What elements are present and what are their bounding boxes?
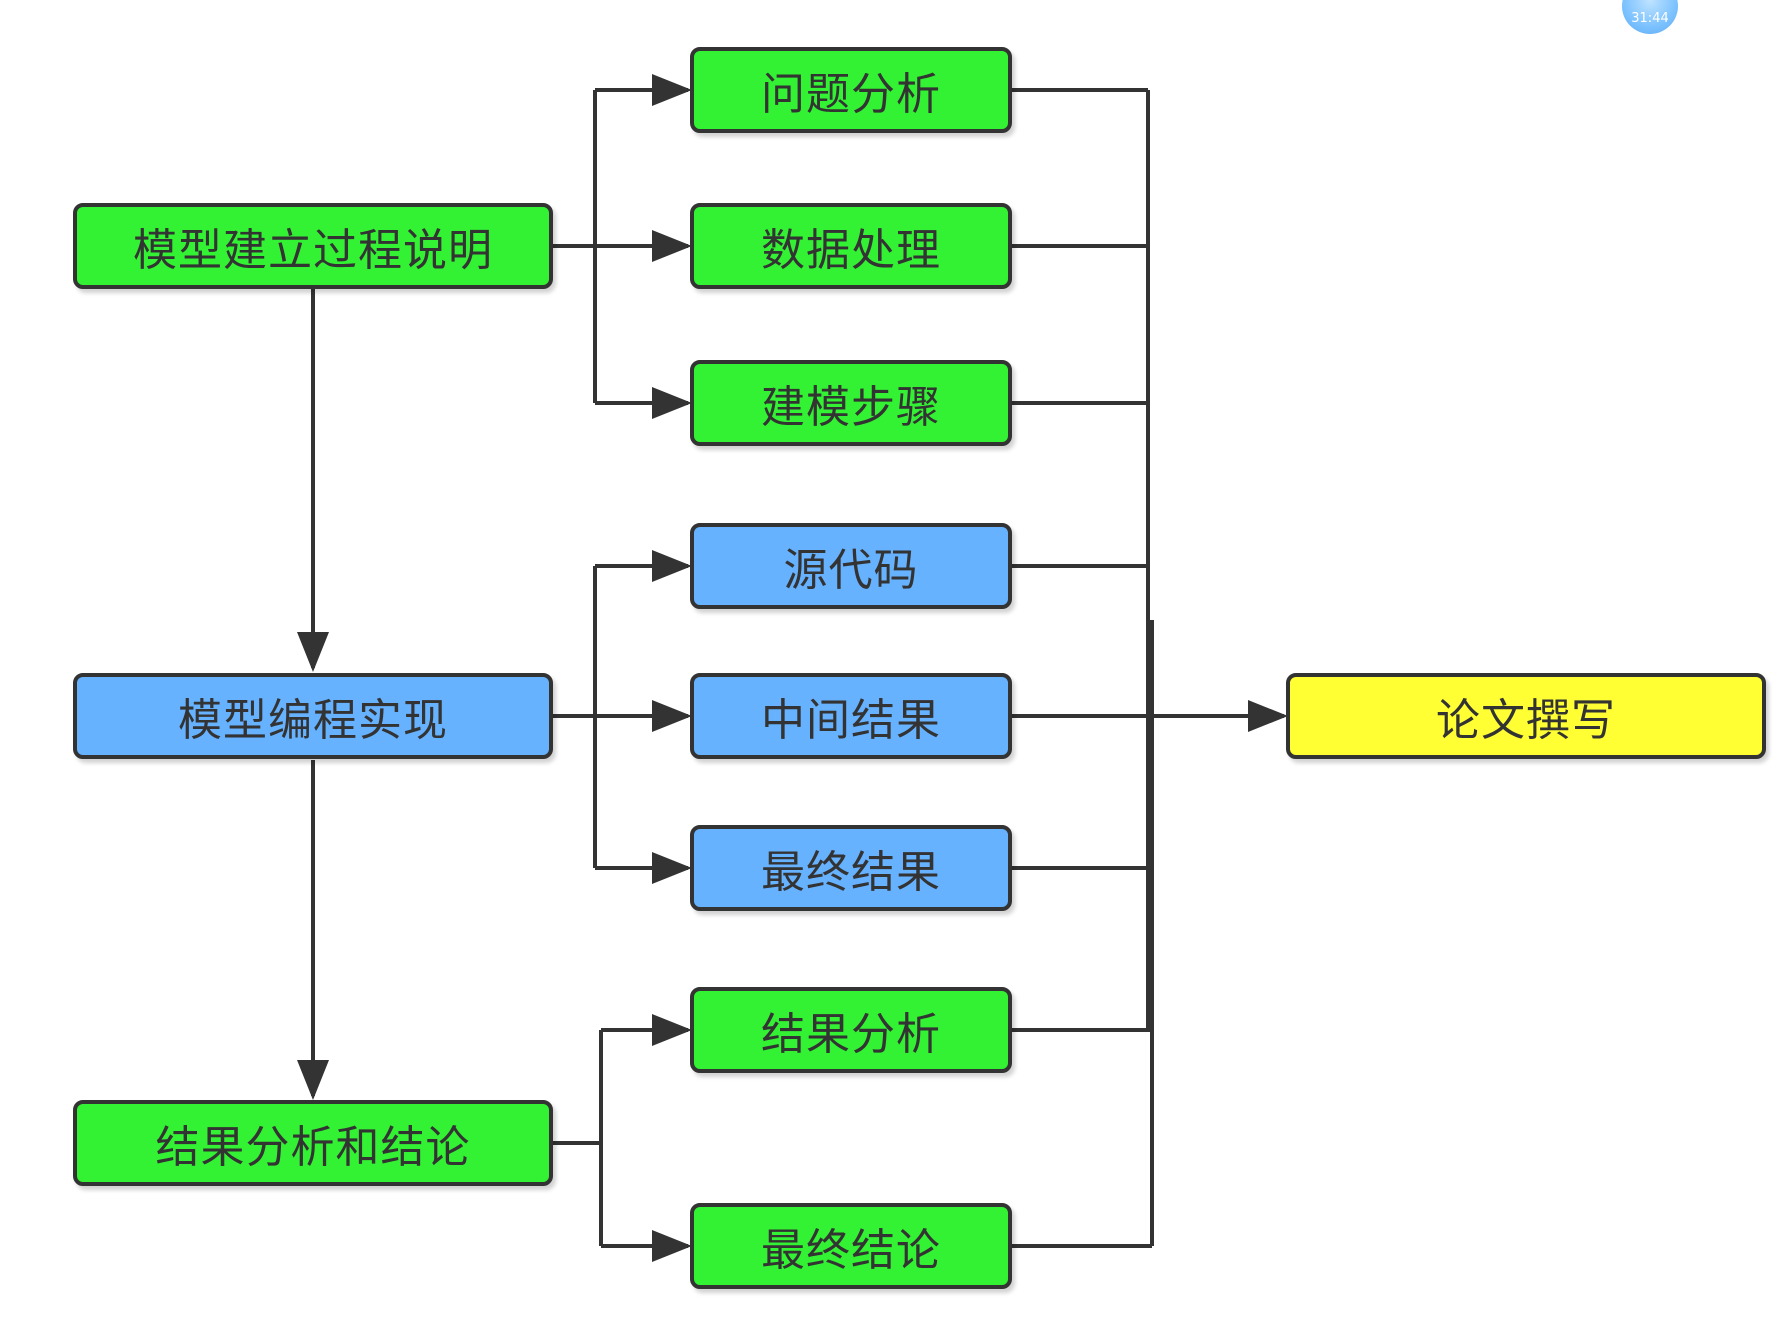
node-modeling-steps[interactable]: 建模步骤 — [690, 360, 1012, 446]
node-intermediate-results[interactable]: 中间结果 — [690, 673, 1012, 759]
node-final-conclusion[interactable]: 最终结论 — [690, 1203, 1012, 1289]
node-source-code-label: 源代码 — [783, 545, 919, 596]
node-problem-analysis[interactable]: 问题分析 — [690, 47, 1012, 133]
node-data-processing[interactable]: 数据处理 — [690, 203, 1012, 289]
node-final-results[interactable]: 最终结果 — [690, 825, 1012, 911]
node-intermediate-results-label: 中间结果 — [761, 695, 941, 746]
node-modeling-steps-label: 建模步骤 — [761, 382, 941, 433]
node-model-building[interactable]: 模型建立过程说明 — [73, 203, 553, 289]
node-programming-label: 模型编程实现 — [178, 695, 448, 746]
node-final-conclusion-label: 最终结论 — [761, 1225, 941, 1276]
node-source-code[interactable]: 源代码 — [690, 523, 1012, 609]
node-model-building-label: 模型建立过程说明 — [133, 225, 493, 276]
node-analysis-conclusion-label: 结果分析和结论 — [155, 1122, 471, 1173]
avatar-time: 31:44 — [1631, 11, 1669, 26]
node-result-analysis-label: 结果分析 — [761, 1009, 941, 1060]
node-data-processing-label: 数据处理 — [761, 225, 941, 276]
node-programming[interactable]: 模型编程实现 — [73, 673, 553, 759]
node-result-analysis[interactable]: 结果分析 — [690, 987, 1012, 1073]
node-problem-analysis-label: 问题分析 — [761, 69, 941, 120]
node-paper-writing[interactable]: 论文撰写 — [1286, 673, 1766, 759]
avatar[interactable]: 31:44 — [1622, 0, 1678, 34]
node-final-results-label: 最终结果 — [761, 847, 941, 898]
node-paper-writing-label: 论文撰写 — [1436, 695, 1616, 746]
node-analysis-conclusion[interactable]: 结果分析和结论 — [73, 1100, 553, 1186]
